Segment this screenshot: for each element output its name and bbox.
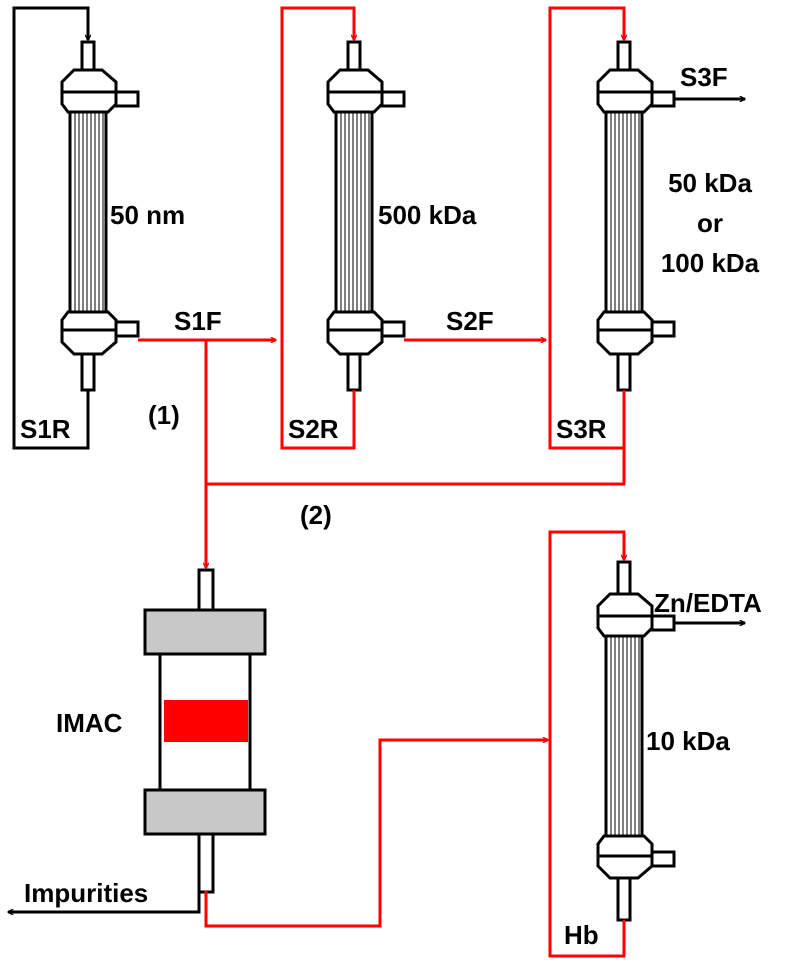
fiber-bundle-3 xyxy=(610,112,640,312)
zn-edta-label: Zn/EDTA xyxy=(654,588,762,618)
column-top-cap xyxy=(143,608,267,656)
s1f-label: S1F xyxy=(174,306,222,336)
s2f-label: S2F xyxy=(446,306,494,336)
membrane-module-3 xyxy=(596,40,676,392)
fiber-bundle-2 xyxy=(340,112,370,312)
s3r-label: S3R xyxy=(556,414,607,444)
membrane-2-cutoff: 500 kDa xyxy=(378,200,477,230)
fiber-bundle-1 xyxy=(74,112,104,312)
imac-label: IMAC xyxy=(56,708,123,738)
membrane-4-cutoff: 10 kDa xyxy=(646,726,730,756)
hb-recycle-line xyxy=(548,530,624,958)
imac-column xyxy=(143,568,267,894)
membrane-module-1 xyxy=(60,40,140,392)
impurities-label: Impurities xyxy=(24,878,148,908)
imac-eluate-line xyxy=(204,740,548,928)
fiber-bundle-4 xyxy=(610,636,640,836)
s1r-label: S1R xyxy=(20,414,71,444)
route-2-label: (2) xyxy=(300,500,332,530)
column-bottom-cap xyxy=(143,788,267,836)
s2r-label: S2R xyxy=(288,414,339,444)
impurities-outlet-arrow xyxy=(8,891,201,912)
route-1-label: (1) xyxy=(148,400,180,430)
hb-label: Hb xyxy=(564,920,599,950)
membrane-1-cutoff: 50 nm xyxy=(110,200,185,230)
route-2-line xyxy=(206,448,626,486)
s3f-label: S3F xyxy=(680,62,728,92)
membrane-3-cutoff-line2: or xyxy=(697,208,723,238)
membrane-module-4 xyxy=(596,560,676,922)
s2r-recycle-line xyxy=(280,6,354,450)
s1r-recycle-line xyxy=(12,6,88,450)
membrane-3-cutoff-line1: 50 kDa xyxy=(668,168,752,198)
membrane-module-2 xyxy=(326,40,406,392)
imac-resin-bed xyxy=(164,700,248,742)
membrane-3-cutoff-line3: 100 kDa xyxy=(661,248,760,278)
s3r-recycle-line xyxy=(548,6,624,450)
